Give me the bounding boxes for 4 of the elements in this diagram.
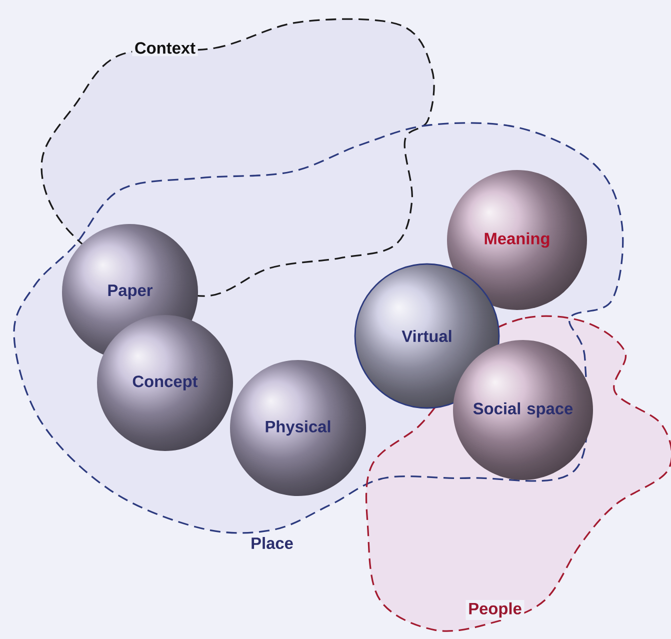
sphere: Concept [132,376,198,390]
sphere: Meaning [484,232,550,248]
node-label: Place [252,536,293,550]
sphere: Physical [266,420,330,436]
